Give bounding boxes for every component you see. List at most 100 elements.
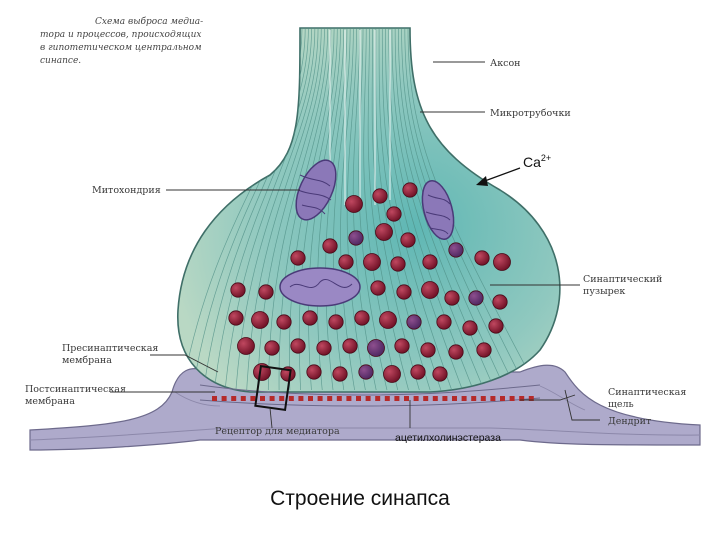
vesicle: [259, 285, 273, 299]
vesicle: [477, 343, 491, 357]
label-postsynaptic-line-1: Постсинаптическая: [25, 384, 126, 395]
slide-title: Строение синапса: [0, 487, 720, 511]
vesicle: [433, 367, 447, 381]
vesicle: [403, 183, 417, 197]
cleft-mark: [414, 396, 419, 401]
cleft-mark: [510, 396, 515, 401]
label-cleft-line-1: Синаптическая: [608, 387, 686, 398]
label-axon: Аксон: [490, 58, 521, 69]
label-vesicle-line-1: Синаптический: [583, 274, 662, 285]
vesicle: [371, 281, 385, 295]
vesicle: [401, 233, 415, 247]
vesicle: [252, 312, 269, 329]
vesicle: [329, 315, 343, 329]
cleft-mark: [327, 396, 332, 401]
vesicle: [463, 321, 477, 335]
label-presynaptic-line-2: мембрана: [62, 355, 112, 366]
cleft-mark: [298, 396, 303, 401]
vesicle: [493, 295, 507, 309]
label-calcium: Ca2+: [523, 153, 551, 170]
vesicle: [323, 239, 337, 253]
vesicle: [277, 315, 291, 329]
vesicle: [391, 257, 405, 271]
vesicle: [423, 255, 437, 269]
label-receptor: Рецептор для медиатора: [215, 426, 340, 437]
cleft-mark: [442, 396, 447, 401]
vesicle: [445, 291, 459, 305]
cleft-mark: [462, 396, 467, 401]
cleft-mark: [308, 396, 313, 401]
vesicle: [475, 251, 489, 265]
vesicle: [397, 285, 411, 299]
cleft-mark: [404, 396, 409, 401]
vesicle: [303, 311, 317, 325]
cleft-mark: [423, 396, 428, 401]
vesicle: [231, 283, 245, 297]
label-microtubules: Микротрубочки: [490, 108, 571, 119]
label-cleft-line-2: щель: [608, 399, 634, 410]
cleft-mark: [481, 396, 486, 401]
cleft-mark: [231, 396, 236, 401]
vesicle: [395, 339, 409, 353]
vesicle: [411, 365, 425, 379]
scheme-caption-line-4: синапсе.: [40, 56, 81, 66]
cleft-mark: [490, 396, 495, 401]
cleft-mark: [394, 396, 399, 401]
label-enzyme: ацетилхолинэстераза: [395, 432, 501, 444]
cleft-mark: [433, 396, 438, 401]
cleft-mark: [385, 396, 390, 401]
vesicle: [346, 196, 363, 213]
vesicle: [339, 255, 353, 269]
cleft-mark: [212, 396, 217, 401]
vesicle: [333, 367, 347, 381]
cleft-mark: [222, 396, 227, 401]
label-postsynaptic-line-2: мембрана: [25, 396, 75, 407]
vesicle: [489, 319, 503, 333]
vesicle: [421, 343, 435, 357]
presynaptic-terminal: [178, 28, 560, 392]
cleft-mark: [241, 396, 246, 401]
vesicle: [376, 224, 393, 241]
cleft-mark: [346, 396, 351, 401]
vesicle: [307, 365, 321, 379]
vesicle: [291, 251, 305, 265]
cleft-mark: [471, 396, 476, 401]
vesicle: [364, 254, 381, 271]
calcium-arrow: [476, 168, 520, 186]
scheme-caption-line-1: Схема выброса медиа-: [95, 16, 203, 27]
vesicle: [359, 365, 373, 379]
vesicle: [384, 366, 401, 383]
vesicle: [437, 315, 451, 329]
vesicle: [368, 340, 385, 357]
mitochondrion-bottom: [280, 268, 360, 306]
vesicle: [422, 282, 439, 299]
vesicle: [494, 254, 511, 271]
label-dendrite: Дендрит: [608, 416, 651, 427]
vesicle: [449, 345, 463, 359]
scheme-caption-line-2: тора и процессов, происходящих: [40, 30, 202, 40]
cleft-mark: [318, 396, 323, 401]
cleft-mark: [270, 396, 275, 401]
vesicle: [229, 311, 243, 325]
cleft-mark: [356, 396, 361, 401]
cleft-mark: [250, 396, 255, 401]
vesicle: [387, 207, 401, 221]
vesicle: [238, 338, 255, 355]
vesicle: [469, 291, 483, 305]
cleft-mark: [289, 396, 294, 401]
cleft-mark: [375, 396, 380, 401]
scheme-caption: Схема выброса медиа- тора и процессов, п…: [40, 16, 203, 66]
vesicle: [380, 312, 397, 329]
vesicle: [373, 189, 387, 203]
vesicle: [355, 311, 369, 325]
scheme-caption-line-3: в гипотетическом центральном: [40, 43, 202, 53]
vesicle: [291, 339, 305, 353]
label-presynaptic-line-1: Пресинаптическая: [62, 343, 158, 354]
vesicle: [407, 315, 421, 329]
label-vesicle-line-2: пузырек: [583, 286, 625, 297]
vesicle: [265, 341, 279, 355]
cleft-mark: [500, 396, 505, 401]
vesicle: [317, 341, 331, 355]
cleft-mark: [337, 396, 342, 401]
